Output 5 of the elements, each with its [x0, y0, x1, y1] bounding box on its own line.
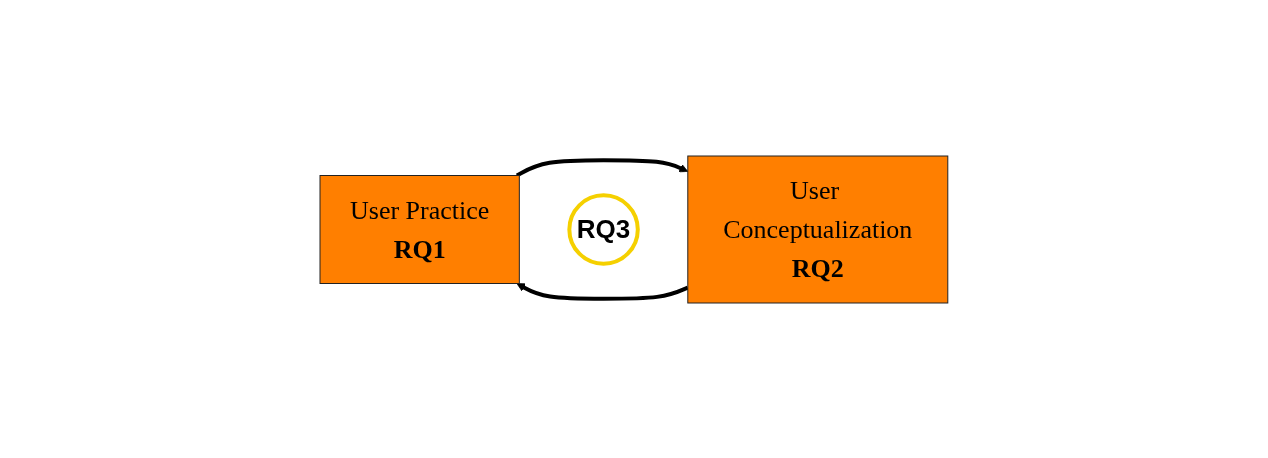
node-circle: RQ3 [567, 192, 640, 266]
arrow [516, 282, 689, 301]
node-box: User Practice RQ1 [319, 174, 520, 284]
node-box: User Conceptualization RQ2 [687, 155, 949, 303]
arrow [516, 157, 689, 177]
